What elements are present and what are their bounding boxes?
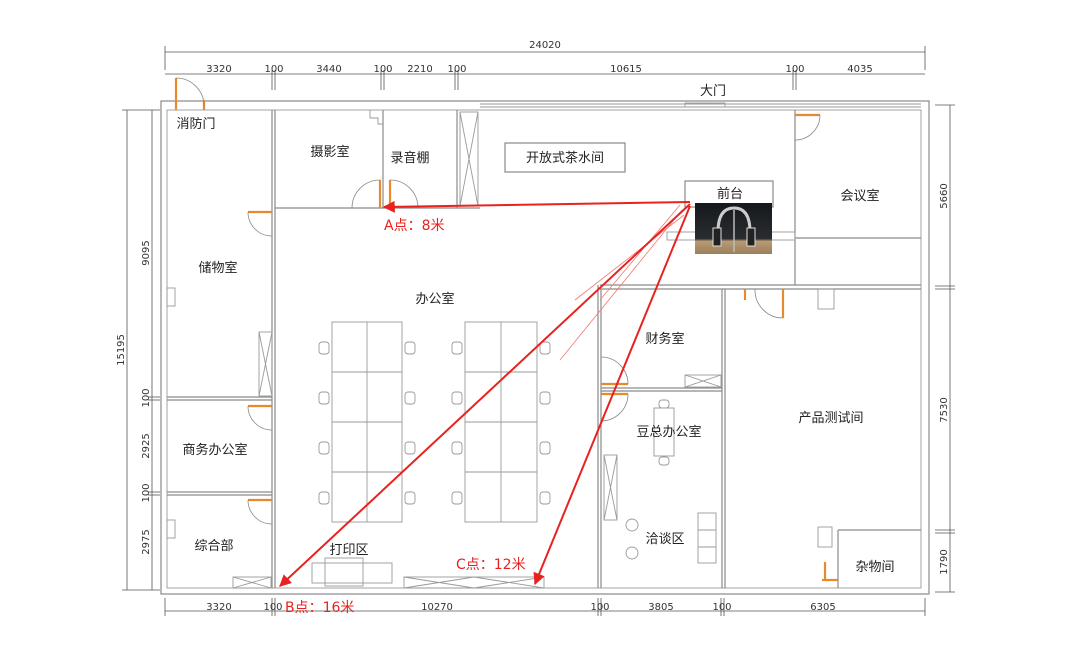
room-labels: 消防门 大门 摄影室 录音棚 开放式茶水间 前台 会议室 储物室 办公室 商务办… — [176, 84, 894, 575]
dim-top: 100 — [373, 64, 392, 75]
dim-bottom: 3805 — [648, 602, 673, 613]
label-meeting-room: 会议室 — [840, 188, 879, 204]
dimension-bottom: 3320 100 10270 100 3805 100 6305 — [164, 598, 926, 616]
label-boss-office: 豆总办公室 — [636, 424, 701, 440]
dim-left: 2975 — [141, 529, 152, 554]
dim-top: 4035 — [847, 64, 872, 75]
dim-right: 1790 — [939, 549, 950, 574]
dimension-top: 24020 3320 100 3440 100 2210 100 10615 1… — [164, 40, 926, 90]
dim-top: 2210 — [407, 64, 432, 75]
desk-block-right — [464, 321, 538, 523]
label-pantry: 开放式茶水间 — [526, 150, 604, 166]
point-a-label: A点：8米 — [384, 218, 444, 234]
label-business-office: 商务办公室 — [182, 442, 247, 458]
dim-right: 7530 — [939, 397, 950, 422]
label-fire-door: 消防门 — [176, 116, 215, 132]
label-storage-room: 储物室 — [198, 260, 237, 276]
label-office: 办公室 — [415, 291, 454, 307]
label-photo-room: 摄影室 — [310, 144, 349, 160]
doors — [174, 77, 838, 582]
walls — [160, 100, 930, 595]
pantry-box — [504, 142, 626, 173]
dimension-left: 15195 9095 100 2925 100 2975 — [116, 109, 160, 591]
point-b-label: B点：16米 — [285, 600, 354, 616]
desk-block-left — [331, 321, 403, 523]
dim-top-total: 24020 — [529, 40, 561, 51]
label-meeting-area: 洽谈区 — [645, 532, 684, 547]
dim-left: 9095 — [141, 240, 152, 265]
label-reception: 前台 — [717, 186, 743, 202]
headphone-photo — [695, 203, 772, 254]
dim-top: 100 — [447, 64, 466, 75]
label-misc-room: 杂物间 — [855, 560, 894, 575]
line-to-b — [279, 203, 691, 587]
line-to-c — [533, 205, 691, 586]
dim-bottom: 100 — [712, 602, 731, 613]
label-test-room: 产品测试间 — [798, 411, 863, 426]
line-to-a — [382, 200, 691, 213]
dim-top: 100 — [264, 64, 283, 75]
dim-left: 2925 — [141, 433, 152, 458]
dim-top: 100 — [785, 64, 804, 75]
dim-bottom: 6305 — [810, 602, 835, 613]
dim-bottom: 10270 — [421, 602, 453, 613]
dimension-right: 5660 7530 1790 — [935, 104, 955, 593]
dim-bottom: 100 — [263, 602, 282, 613]
dim-left: 100 — [141, 483, 152, 502]
dim-bottom: 3320 — [206, 602, 231, 613]
label-general-dept: 综合部 — [194, 539, 233, 554]
label-print-area: 打印区 — [329, 543, 368, 558]
dim-top: 3320 — [206, 64, 231, 75]
dim-top: 10615 — [610, 64, 642, 75]
distance-markers: A点：8米 B点：16米 C点：12米 — [279, 200, 691, 616]
dim-top: 3440 — [316, 64, 341, 75]
dim-left: 100 — [141, 388, 152, 407]
dim-right: 5660 — [939, 183, 950, 208]
point-c-label: C点：12米 — [456, 557, 526, 573]
label-finance-room: 财务室 — [645, 331, 684, 347]
label-main-gate: 大门 — [700, 84, 726, 99]
chairs — [318, 341, 670, 560]
label-recording-room: 录音棚 — [390, 150, 429, 166]
dim-left-total: 15195 — [116, 334, 127, 366]
dim-bottom: 100 — [590, 602, 609, 613]
